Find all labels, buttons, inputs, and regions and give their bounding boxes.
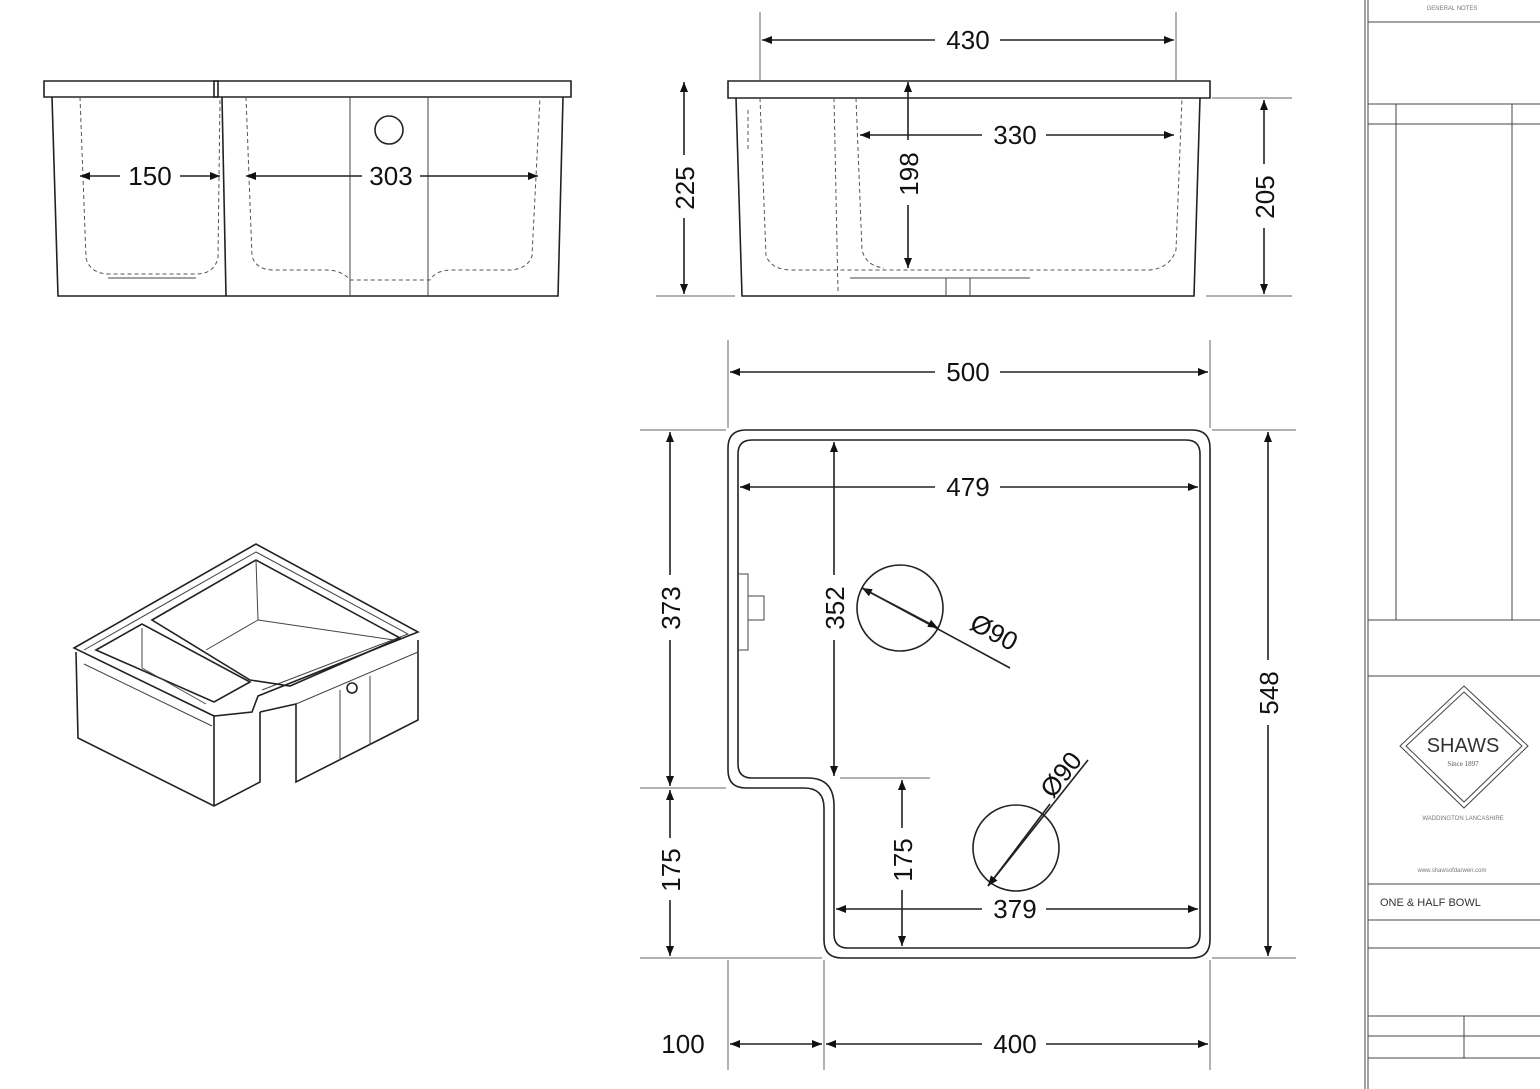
dim-plan-overall-depth: 548	[1254, 671, 1284, 714]
title-block: GENERAL NOTES SHAWS Since 1897 WADDINGTO…	[1364, 0, 1540, 1089]
dim-plan-inner-upper-height: 352	[820, 586, 850, 629]
dim-plan-inner-width: 479	[946, 472, 989, 502]
plan-view: Ø90 Ø90 500 479 373 352	[640, 340, 1296, 1070]
dim-side-overall-width: 430	[946, 25, 989, 55]
tb-brand-logo: SHAWS	[1427, 735, 1500, 757]
waste-outlet-1	[856, 564, 944, 652]
dim-side-right-height: 205	[1250, 175, 1280, 218]
dim-plan-lower-height: 175	[656, 848, 686, 891]
dim-side-inner-width: 330	[993, 120, 1036, 150]
tb-product-title: ONE & HALF BOWL	[1380, 897, 1481, 909]
front-elevation: 150 303	[43, 80, 572, 297]
tb-location: WADDINGTON LANCASHIRE	[1422, 816, 1503, 822]
tb-header: GENERAL NOTES	[1427, 6, 1478, 12]
dim-waste-diameter-2: Ø90	[1034, 746, 1088, 803]
dim-plan-lower-inner-width: 379	[993, 894, 1036, 924]
dim-plan-lower-width: 400	[993, 1029, 1036, 1059]
tb-website: www.shawsofdarwen.com	[1416, 868, 1486, 874]
isometric-view	[72, 543, 420, 807]
dim-plan-inner-lower-height: 175	[888, 838, 918, 881]
dim-side-overall-height: 225	[670, 166, 700, 209]
dim-plan-upper-height: 373	[656, 586, 686, 629]
dim-plan-overall-width: 500	[946, 357, 989, 387]
dim-side-bowl-depth: 198	[894, 152, 924, 195]
tb-since: Since 1897	[1447, 760, 1479, 768]
dim-front-left-width: 150	[128, 161, 171, 191]
dim-plan-offset: 100	[661, 1029, 704, 1059]
dim-front-right-width: 303	[369, 161, 412, 191]
waste-outlet-2	[972, 804, 1060, 892]
side-elevation: 430 330 225 198 205	[656, 12, 1292, 297]
